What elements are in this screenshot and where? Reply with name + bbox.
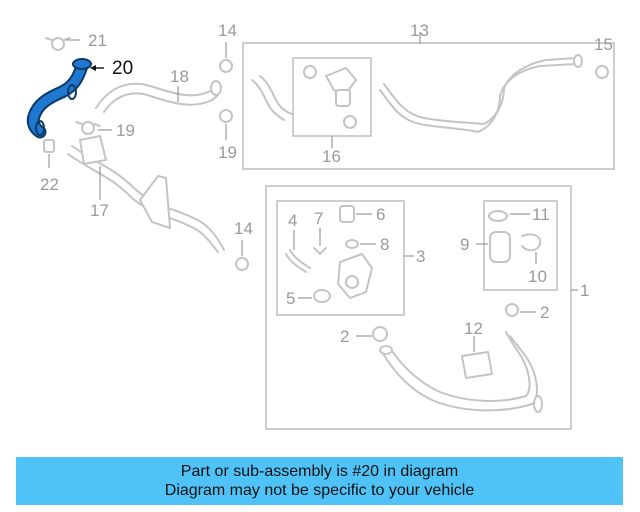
parts-diagram: 21 20 18 19 22 17 14 19 14 13 16 15 4 7 … <box>26 21 615 430</box>
callout-15: 15 <box>594 35 613 54</box>
bracket-part-12 <box>461 351 493 379</box>
callout-12: 12 <box>464 319 483 338</box>
banner-line-2: Diagram may not be specific to your vehi… <box>164 482 475 499</box>
group-box-3 <box>276 200 405 316</box>
callout-2-left: 2 <box>340 327 349 346</box>
hose-part-18 <box>95 80 222 113</box>
callout-19-right: 19 <box>218 143 237 162</box>
clip-part-7 <box>313 247 327 255</box>
callout-10: 10 <box>528 267 547 286</box>
callout-14-lower: 14 <box>234 219 253 238</box>
callout-20: 20 <box>112 58 133 79</box>
thermostat-part-16 <box>303 65 357 129</box>
callout-22: 22 <box>40 175 59 194</box>
callout-1: 1 <box>580 281 589 300</box>
callout-3: 3 <box>416 247 425 266</box>
clamp-part-14-top <box>219 59 233 73</box>
hose-part-13-left <box>251 75 293 121</box>
clip-part-10 <box>521 233 542 252</box>
sensor-part-6 <box>339 205 355 223</box>
callout-9: 9 <box>460 235 469 254</box>
oring-part-5 <box>313 289 331 303</box>
thermostat-part-9 <box>489 231 511 263</box>
callout-2-right: 2 <box>540 303 549 322</box>
seal-part-4 <box>285 249 311 273</box>
callout-19-left: 19 <box>116 121 135 140</box>
clamp-part-2-right <box>505 303 519 317</box>
hose-part-1 <box>379 331 543 413</box>
callout-6: 6 <box>376 205 385 224</box>
callout-17: 17 <box>90 201 109 220</box>
callout-4: 4 <box>288 211 297 230</box>
clamp-part-15 <box>595 65 609 79</box>
hose-part-13-right <box>379 54 583 133</box>
banner-line-1: Part or sub-assembly is #20 in diagram <box>180 463 459 480</box>
info-banner: Part or sub-assembly is #20 in diagram D… <box>16 457 623 505</box>
callout-8: 8 <box>380 235 389 254</box>
hose-part-20[interactable] <box>26 58 92 139</box>
group-box-13 <box>242 42 615 170</box>
clamp-part-2-left <box>372 326 388 342</box>
callout-18: 18 <box>170 67 189 86</box>
callout-5: 5 <box>286 289 295 308</box>
callout-14-top: 14 <box>218 21 237 40</box>
oring-part-8 <box>345 239 359 249</box>
oring-part-11 <box>488 210 508 222</box>
callout-16: 16 <box>322 147 341 166</box>
housing-part-3 <box>337 253 373 299</box>
clamp-part-14-lower <box>235 257 249 271</box>
callout-7: 7 <box>314 209 323 228</box>
group-box-1 <box>265 185 572 430</box>
pipe-part-17 <box>67 135 225 253</box>
clamp-part-19-left <box>75 121 101 135</box>
callout-11: 11 <box>532 205 550 224</box>
callout-13: 13 <box>410 21 429 40</box>
clamp-part-19-right <box>219 109 233 123</box>
connector-part-22 <box>43 139 55 153</box>
group-box-9 <box>483 200 558 291</box>
callout-21: 21 <box>88 31 107 50</box>
clamp-part-21 <box>45 37 71 51</box>
